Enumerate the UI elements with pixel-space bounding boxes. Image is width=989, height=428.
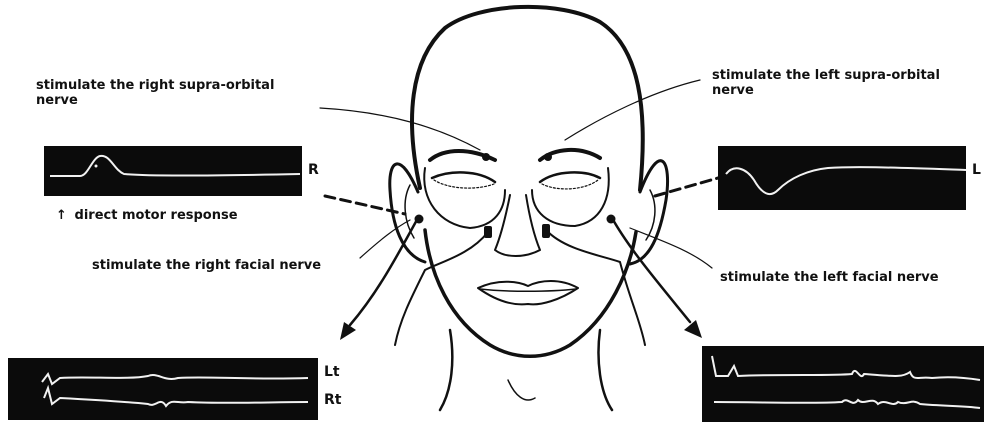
label-right-supraorbital-line1: stimulate the right supra-orbital bbox=[36, 78, 274, 93]
jaw-outline bbox=[425, 230, 636, 356]
label-right-supraorbital: stimulate the right supra-orbital nerve bbox=[36, 78, 274, 108]
arrowhead-right bbox=[684, 320, 702, 338]
trace-label-lt: Lt bbox=[324, 364, 340, 380]
label-left-supraorbital-line1: stimulate the left supra-orbital bbox=[712, 68, 940, 83]
label-direct-motor-response: ↑ direct motor response bbox=[56, 208, 238, 223]
trace-panel-right-supraorbital bbox=[44, 146, 302, 196]
trace-lt-rt bbox=[8, 358, 318, 420]
label-left-supraorbital-line2: nerve bbox=[712, 83, 940, 98]
label-right-facial: stimulate the right facial nerve bbox=[92, 258, 321, 273]
trace-panel-left-facial bbox=[702, 346, 984, 422]
trace-panel-left-supraorbital bbox=[718, 146, 966, 210]
direct-motor-response-text: direct motor response bbox=[75, 208, 238, 223]
left-ear bbox=[630, 161, 668, 264]
pointer-right-facial bbox=[360, 220, 410, 258]
trace-r bbox=[44, 146, 302, 196]
pointer-left-supraorbital bbox=[565, 80, 700, 140]
wire-right-facial bbox=[350, 218, 418, 325]
trace-left-facial bbox=[702, 346, 984, 422]
trace-label-r: R bbox=[308, 162, 319, 178]
neck-right bbox=[599, 330, 613, 410]
head-outline bbox=[412, 7, 643, 190]
pointer-right-supraorbital bbox=[320, 108, 480, 150]
dashed-connector-right bbox=[325, 196, 405, 214]
label-left-supraorbital: stimulate the left supra-orbital nerve bbox=[712, 68, 940, 98]
up-arrow-icon: ↑ bbox=[56, 208, 70, 223]
mouth bbox=[478, 281, 578, 304]
dashed-connector-left bbox=[655, 178, 718, 196]
wire-left-facial bbox=[612, 218, 690, 322]
label-left-facial: stimulate the left facial nerve bbox=[720, 270, 939, 285]
trace-panel-right-facial bbox=[8, 358, 318, 420]
trace-label-rt: Rt bbox=[324, 392, 341, 408]
trace-label-l: L bbox=[972, 162, 981, 178]
left-eye bbox=[540, 172, 600, 182]
nose bbox=[495, 195, 540, 256]
neck-left bbox=[440, 330, 452, 410]
label-right-supraorbital-line2: nerve bbox=[36, 93, 274, 108]
arrowhead-left bbox=[340, 322, 356, 340]
trace-l bbox=[718, 146, 966, 210]
right-eye bbox=[432, 172, 495, 182]
